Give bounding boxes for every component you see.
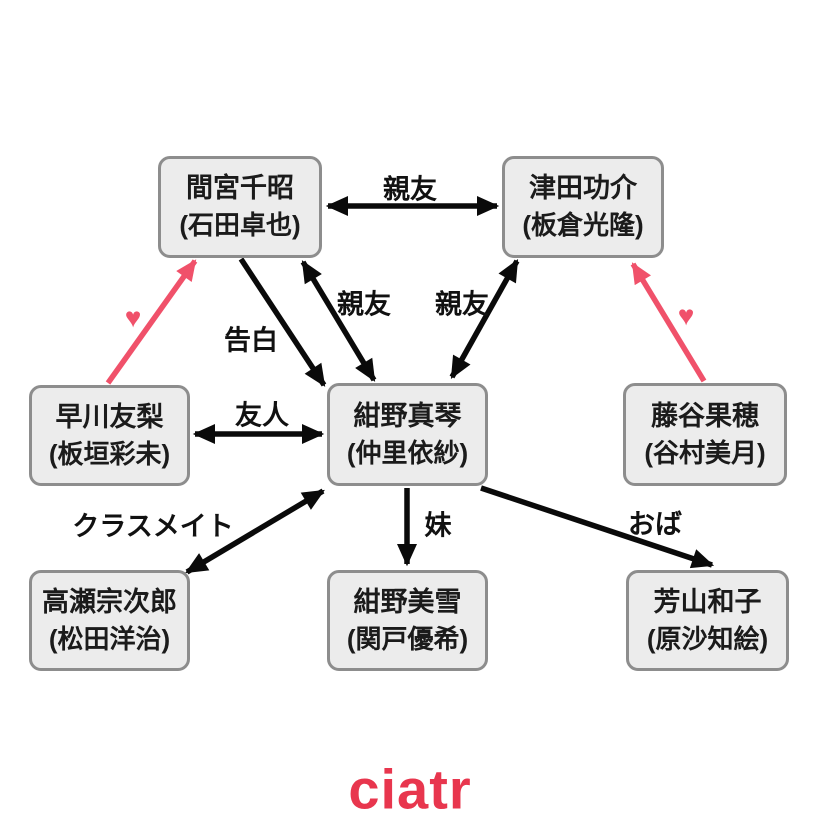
character-name: 高瀬宗次郎 [42, 586, 177, 617]
node-konno-makoto: 紺野真琴 (仲里依紗) [327, 383, 488, 486]
character-name: 早川友梨 [55, 401, 164, 432]
edge-yuri-chiaki [105, 259, 198, 385]
node-konno-miyuki: 紺野美雪 (関戸優希) [327, 570, 488, 671]
character-name: 紺野真琴 [353, 400, 462, 431]
character-name: 間宮千昭 [186, 173, 294, 204]
actor-name: (関戸優希) [346, 623, 469, 654]
heart-icon: ♥ [677, 300, 695, 331]
edge-label-oba: おば [628, 509, 682, 540]
edge-label-shinyu-top: 親友 [383, 174, 437, 205]
edge-label-shinyu-right: 親友 [435, 289, 489, 320]
actor-name: (松田洋治) [48, 623, 171, 654]
actor-name: (石田卓也) [179, 210, 301, 241]
actor-name: (板倉光隆) [522, 210, 644, 241]
node-yoshiyama-kazuko: 芳山和子 (原沙知絵) [626, 570, 789, 671]
heart-icon: ♥ [124, 302, 142, 333]
edge-label-shinyu-left: 親友 [337, 289, 391, 320]
actor-name: (谷村美月) [644, 437, 766, 468]
edge-label-yujin: 友人 [235, 400, 289, 431]
character-name: 芳山和子 [653, 586, 762, 617]
actor-name: (原沙知絵) [646, 623, 769, 654]
character-name: 藤谷果穂 [651, 400, 759, 431]
edge-kaho-kousuke [630, 262, 707, 383]
node-takase-soujirou: 高瀬宗次郎 (松田洋治) [29, 570, 190, 671]
node-mamiya-chiaki: 間宮千昭 (石田卓也) [158, 156, 322, 258]
character-name: 紺野美雪 [353, 586, 462, 617]
edge-kousuke-makoto [449, 259, 520, 379]
edge-label-kokuhaku: 告白 [224, 325, 278, 356]
edge-label-imouto: 妹 [424, 510, 452, 541]
node-hayakawa-yuri: 早川友梨 (板垣彩未) [29, 385, 190, 486]
edge-makoto-kazuko [480, 485, 715, 569]
edge-soujirou-makoto [185, 488, 325, 575]
ciatr-logo: ciatr [348, 757, 472, 821]
edge-chiaki-makoto-shinyu [300, 260, 377, 382]
edge-label-classmate: クラスメイト [72, 511, 234, 542]
actor-name: (仲里依紗) [346, 437, 469, 468]
node-tsuda-kousuke: 津田功介 (板倉光隆) [502, 156, 664, 258]
character-name: 津田功介 [529, 173, 637, 204]
actor-name: (板垣彩未) [48, 438, 171, 469]
node-fujitani-kaho: 藤谷果穂 (谷村美月) [623, 383, 787, 486]
